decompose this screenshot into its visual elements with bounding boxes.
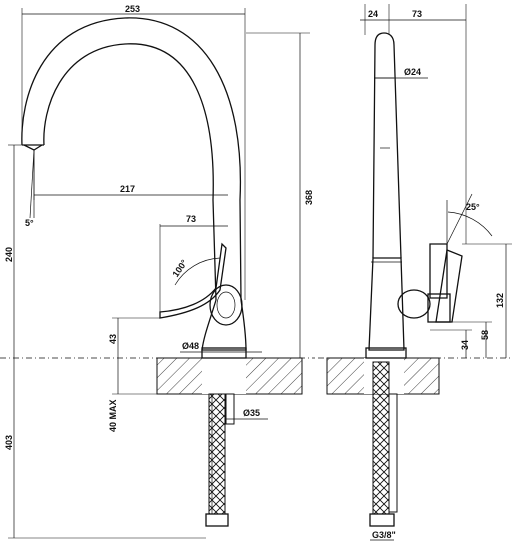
dim-spout-diameter: Ø24: [404, 67, 421, 77]
side-hose-left: [372, 361, 390, 515]
front-spout-outer: [21, 17, 242, 301]
dim-lever-offset: 73: [186, 214, 196, 224]
dim-overall-width: 253: [125, 4, 140, 14]
dim-lever-angle: 100°: [170, 258, 189, 279]
side-lever-handle: [435, 249, 463, 323]
dim-base-diameter: Ø48: [182, 341, 199, 351]
dim-total-height: 368: [304, 190, 314, 205]
side-view: 24 73 Ø24 25° 132 58 34 G3/8": [318, 4, 512, 541]
front-body-base: [201, 299, 247, 351]
dim-tilt-angle: 5°: [25, 218, 34, 228]
front-base-ring: [201, 347, 247, 359]
dim-spout-height: 240: [4, 247, 14, 262]
front-hose-left: [208, 393, 226, 515]
dim-below-deck: 403: [4, 435, 14, 450]
dim-side-angle: 25°: [466, 202, 480, 212]
dim-spout-reach: 217: [120, 184, 135, 194]
side-base-ring: [365, 347, 407, 359]
side-lever-body: [429, 243, 448, 299]
front-lever-hub-inner: [216, 291, 236, 319]
front-aerator: [23, 144, 43, 151]
front-shank: [225, 393, 235, 425]
dim-lever-pivot: 34: [460, 340, 470, 350]
front-spout-inner: [43, 43, 217, 301]
dim-shank-diameter: Ø35: [243, 408, 260, 418]
dim-base-height: 43: [108, 334, 118, 344]
side-body: [368, 257, 405, 351]
side-shank: [388, 393, 398, 513]
side-hose-nut: [369, 513, 395, 527]
side-spout: [372, 32, 402, 259]
side-lever-hub: [397, 289, 431, 319]
dim-lever-base: 58: [480, 330, 490, 340]
dim-body-depth: 24: [368, 9, 378, 19]
angle-arc-25: [447, 211, 493, 237]
side-lever-block: [427, 293, 451, 323]
dim-lever-depth: 73: [412, 9, 422, 19]
dim-deck-thickness: 40 MAX: [108, 399, 118, 432]
front-lever-hub: [209, 284, 243, 326]
front-lever: [159, 242, 227, 319]
dim-lever-height: 132: [495, 293, 505, 308]
angle-arc-100: [174, 257, 221, 286]
dim-thread: G3/8": [372, 530, 396, 540]
front-hose-nut: [205, 513, 229, 527]
front-view: 253 217 73 100° 5° 368 240 43 40 MAX: [0, 4, 315, 539]
